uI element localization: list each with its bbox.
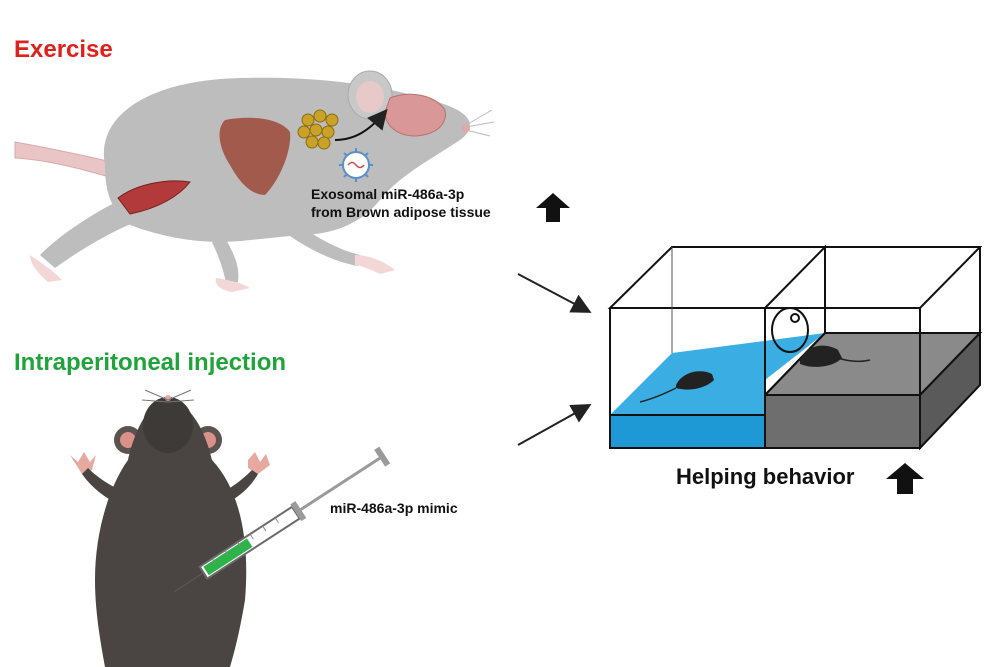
muscle-organ: [117, 180, 191, 215]
mouse-inner-ear: [356, 81, 384, 113]
mouse-inner-ear-left: [120, 432, 136, 448]
exosome-icon: [339, 148, 373, 182]
mimic-label: miR-486a-3p mimic: [330, 500, 458, 516]
mouse-left-hand: [70, 452, 96, 474]
mouse-body-dark: [95, 400, 247, 667]
mouse-head: [143, 397, 193, 453]
exercise-heading: Exercise: [14, 36, 113, 63]
syringe-icon: [173, 446, 391, 593]
mouse-mid-leg: [212, 238, 239, 284]
cage-icon: [607, 244, 983, 451]
exosomal-label-line2: from Brown adipose tissue: [311, 204, 491, 220]
exercise-to-cage-arrow: [517, 273, 592, 313]
exercise-mouse-illustration: [14, 70, 495, 292]
up-arrow-icon: [536, 193, 570, 222]
mouse-icon-2: [800, 345, 842, 367]
injection-heading: Intraperitoneal injection: [14, 349, 287, 376]
bat-to-brain-arrow: [334, 108, 388, 141]
liver-organ: [219, 117, 291, 195]
mouse-nose-dark: [165, 395, 171, 401]
helping-behavior-label: Helping behavior: [676, 464, 855, 489]
mouse-mid-foot: [215, 278, 250, 292]
mouse-front-leg: [290, 225, 360, 266]
mouse-whiskers-dark: [141, 389, 195, 403]
brown-adipose-tissue: [297, 109, 339, 150]
injection-to-cage-arrow: [517, 404, 592, 446]
up-arrow-icon-2: [886, 463, 924, 494]
injection-mouse-illustration: [70, 389, 270, 667]
mouse-icon: [676, 371, 714, 390]
mouse-whiskers: [465, 109, 495, 137]
mouse-back-leg: [40, 200, 140, 268]
mouse-back-foot: [30, 255, 62, 282]
exosomal-label: Exosomal miR-486a-3p from Brown adipose …: [311, 185, 491, 221]
mouse-right-hand: [248, 452, 270, 474]
brain-organ: [384, 93, 446, 137]
exosomal-label-line1: Exosomal miR-486a-3p: [311, 186, 465, 202]
mouse-front-foot: [355, 255, 395, 274]
